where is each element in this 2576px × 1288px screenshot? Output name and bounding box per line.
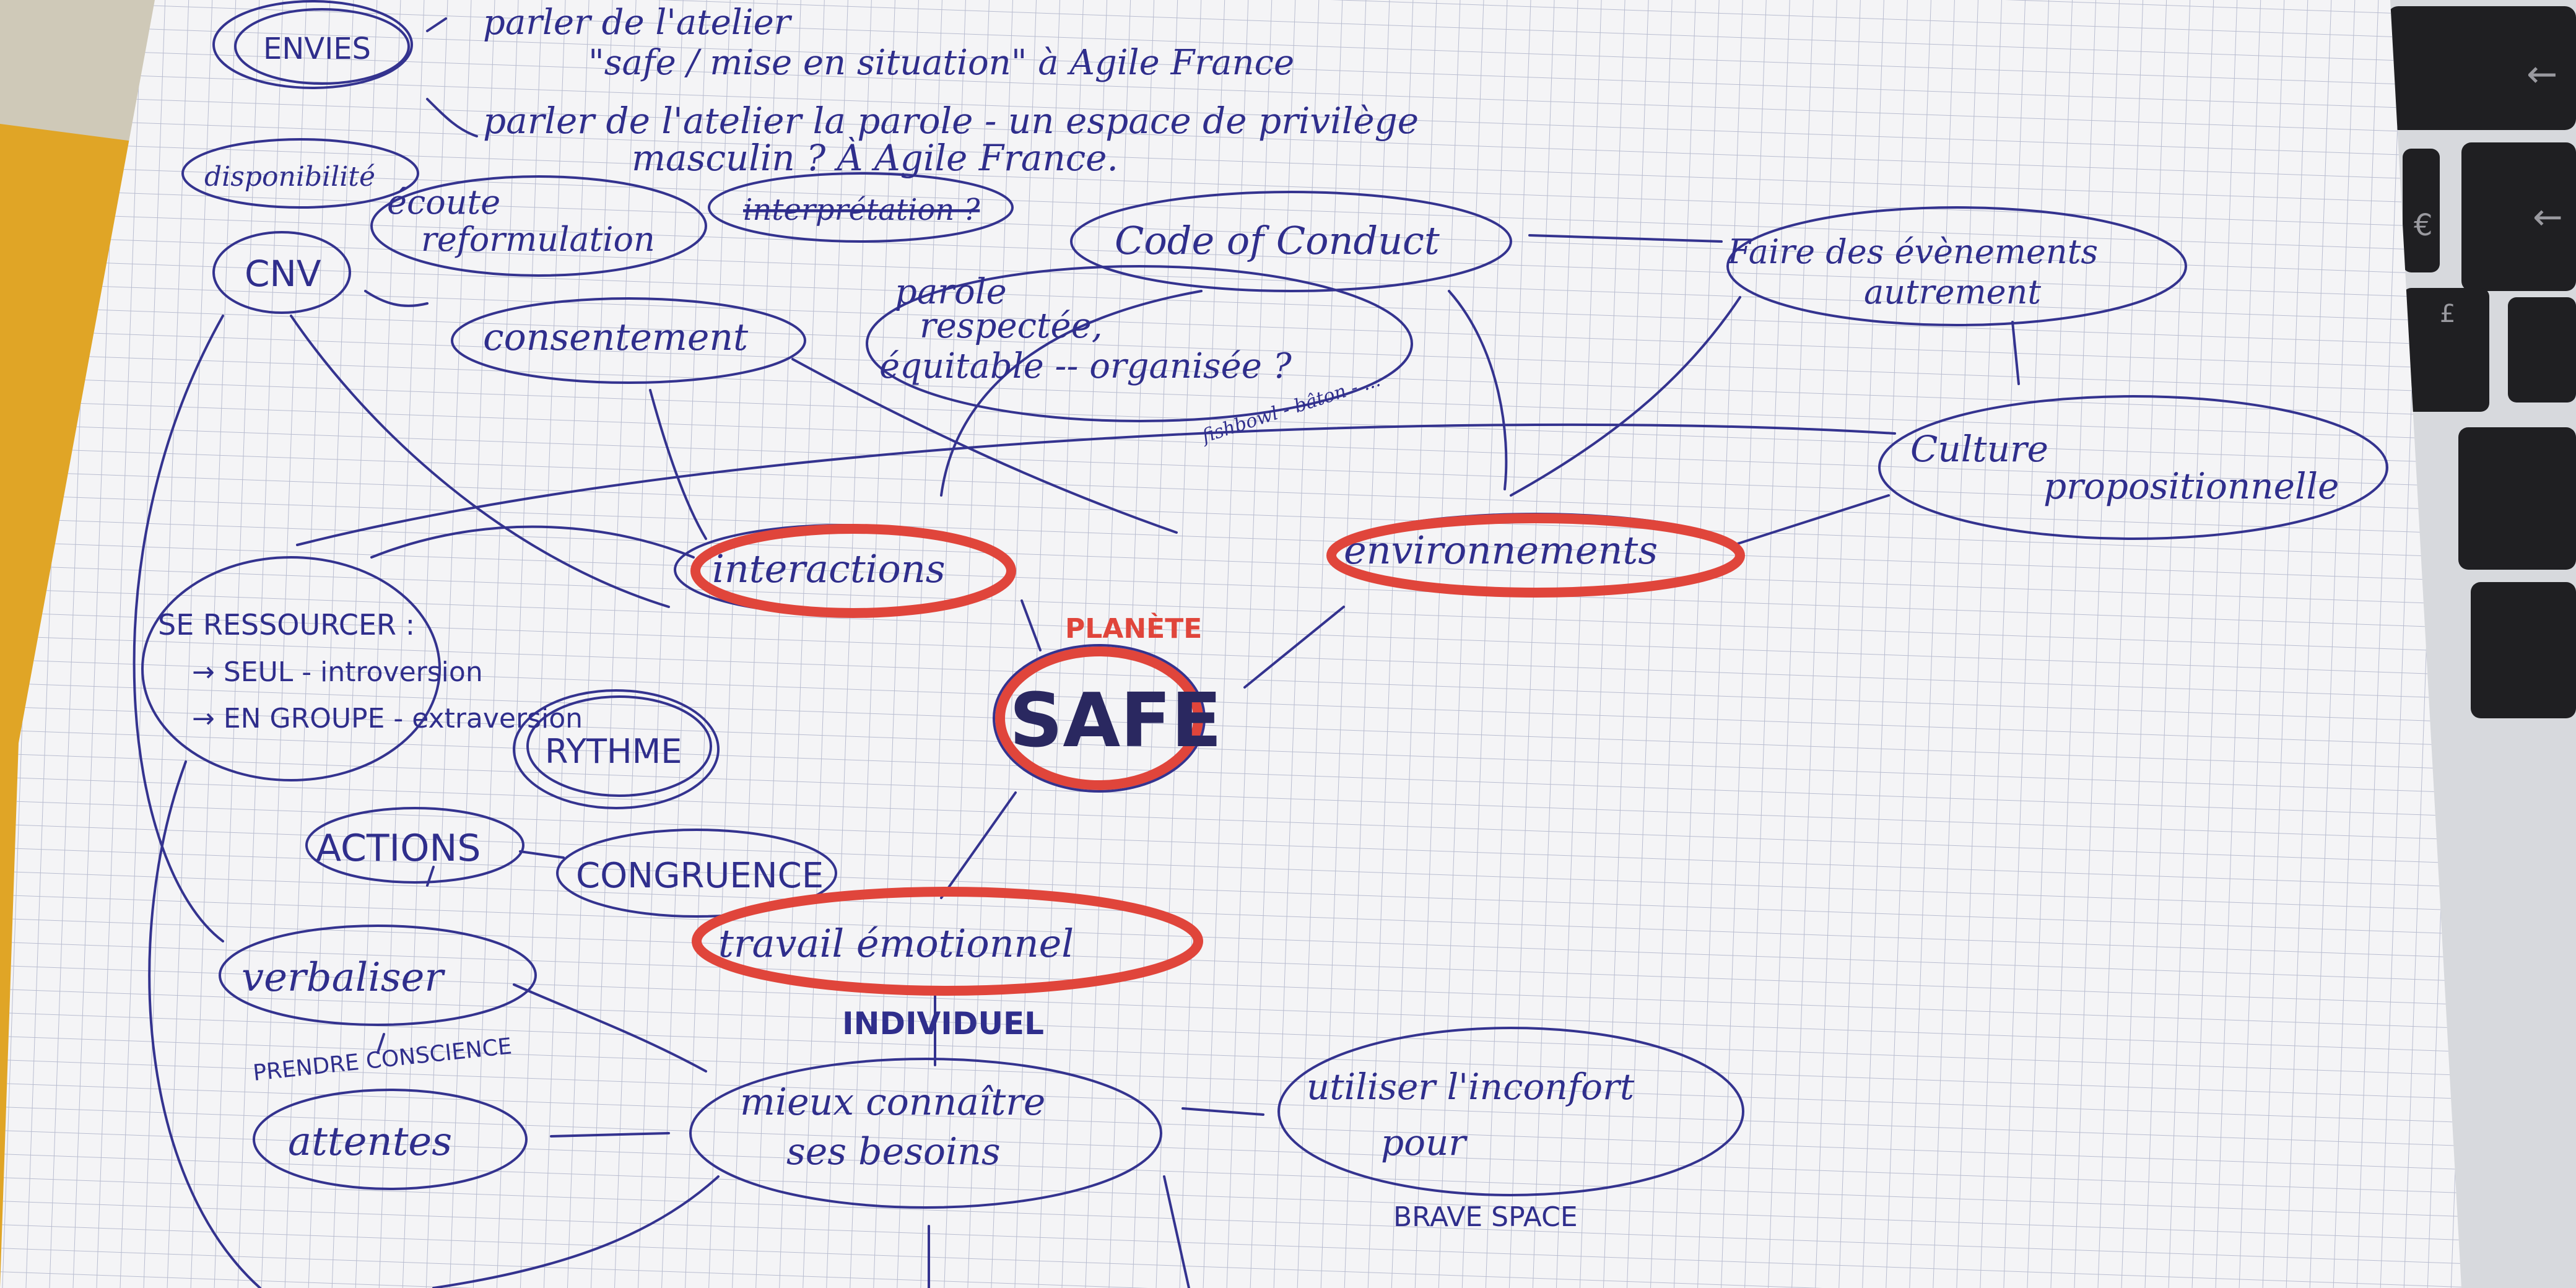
faire-evenements-ellipse xyxy=(1726,206,2187,326)
arrow-key-label: ← xyxy=(2533,196,2563,238)
environnements-label: environnements xyxy=(1344,528,1658,573)
inconfort-label-1: utiliser l'inconfort xyxy=(1307,1066,1635,1108)
header-line-4: masculin ? À Agile France. xyxy=(632,137,1118,179)
header-line-3: parler de l'atelier la parole - un espac… xyxy=(483,100,1419,142)
reformulation-label: reformulation xyxy=(421,220,655,259)
attentes-ellipse xyxy=(253,1089,528,1190)
pound-key-label: £ xyxy=(2440,300,2455,328)
keyboard-key xyxy=(2461,142,2576,291)
code-of-conduct-ellipse xyxy=(1070,191,1512,292)
safe-highlight xyxy=(995,646,1203,790)
groupe-label: → EN GROUPE - extraversion xyxy=(192,703,583,734)
keyboard-key xyxy=(2387,6,2576,130)
interactions-label: interactions xyxy=(712,546,946,591)
rythme-label: RYTHME xyxy=(545,732,682,771)
ressourcer-ellipse xyxy=(141,556,441,781)
attentes-label: attentes xyxy=(288,1119,452,1165)
connector-lines xyxy=(133,17,2020,1288)
cnv-ellipse xyxy=(212,231,351,314)
congruence-label: CONGRUENCE xyxy=(576,856,824,896)
environnements-highlight xyxy=(1326,513,1745,598)
header-line-1: parler de l'atelier xyxy=(483,2,793,43)
interactions-highlight xyxy=(690,524,1016,618)
congruence-ellipse xyxy=(556,829,837,918)
code-of-conduct-label: Code of Conduct xyxy=(1115,218,1440,263)
header-line-2: "safe / mise en situation" à Agile Franc… xyxy=(588,43,1294,83)
cnv-label: CNV xyxy=(245,253,321,295)
keyboard-key xyxy=(2471,582,2576,718)
header-notes: ENVIES parler de l'atelier "safe / mise … xyxy=(263,2,1419,179)
interpretation-ellipse xyxy=(708,172,1014,243)
travail-emotionnel-highlight xyxy=(692,887,1203,996)
consentement-label: consentement xyxy=(483,316,749,359)
seul-label: → SEUL - introversion xyxy=(192,656,483,688)
arrow-key-label: ← xyxy=(2526,53,2557,96)
faire-evenements-label-2: autrement xyxy=(1864,272,2041,311)
inconfort-ellipse xyxy=(1277,1027,1744,1196)
parole-label-2: respectée, xyxy=(920,306,1103,346)
actions-ellipse xyxy=(305,807,524,884)
envies-ellipse-outer xyxy=(212,0,413,89)
verbaliser-ellipse xyxy=(219,925,537,1026)
keyboard-key xyxy=(2403,149,2440,272)
keyboard-key xyxy=(2458,427,2576,570)
culture-label-2: propositionnelle xyxy=(2043,465,2339,507)
disponibilite-ellipse xyxy=(181,138,419,209)
rythme-ellipse-inner xyxy=(526,695,712,797)
mieux-connaitre-ellipse xyxy=(689,1058,1162,1209)
keyboard-key xyxy=(2403,288,2489,412)
safe-ellipse xyxy=(993,644,1206,793)
mieux-connaitre-label-2: ses besoins xyxy=(786,1130,1001,1173)
grid-paper xyxy=(0,0,2461,1288)
travail-emotionnel-label: travail émotionnel xyxy=(718,921,1074,966)
parole-ellipse xyxy=(866,265,1413,422)
parole-label-3: équitable -- organisée ? xyxy=(879,346,1292,386)
verbaliser-label: verbaliser xyxy=(242,955,445,1001)
planete-label: PLANÈTE xyxy=(1065,612,1202,645)
rythme-ellipse xyxy=(513,689,720,809)
ecoute-ellipse xyxy=(370,175,707,277)
keyboard-key xyxy=(2508,297,2576,402)
euro-key-label: € xyxy=(2414,208,2433,243)
actions-label: ACTIONS xyxy=(316,827,481,870)
envies-ellipse xyxy=(234,8,410,85)
disponibilite-label: disponibilité xyxy=(204,161,375,193)
ecoute-label: écoute xyxy=(387,183,500,222)
inconfort-label-2: pour xyxy=(1381,1121,1468,1164)
mieux-connaitre-label-1: mieux connaître xyxy=(740,1081,1045,1124)
node-ellipses xyxy=(141,0,2388,1209)
faire-evenements-label-1: Faire des évènements xyxy=(1727,232,2098,271)
ressourcer-label: SE RESSOURCER : xyxy=(158,608,415,642)
interpretation-label: interprétation ? xyxy=(743,193,980,227)
culture-label-1: Culture xyxy=(1910,428,2048,470)
consentement-ellipse xyxy=(451,297,806,384)
parole-label-1: parole xyxy=(895,272,1007,312)
brave-space-label: BRAVE SPACE xyxy=(1393,1201,1578,1233)
envies-label: ENVIES xyxy=(263,32,371,66)
safe-label: SAFE xyxy=(1009,678,1222,764)
node-labels: disponibilité CNV écoute reformulation i… xyxy=(158,161,2339,1233)
culture-ellipse xyxy=(1878,395,2388,540)
individuel-label: INDIVIDUEL xyxy=(842,1006,1044,1042)
